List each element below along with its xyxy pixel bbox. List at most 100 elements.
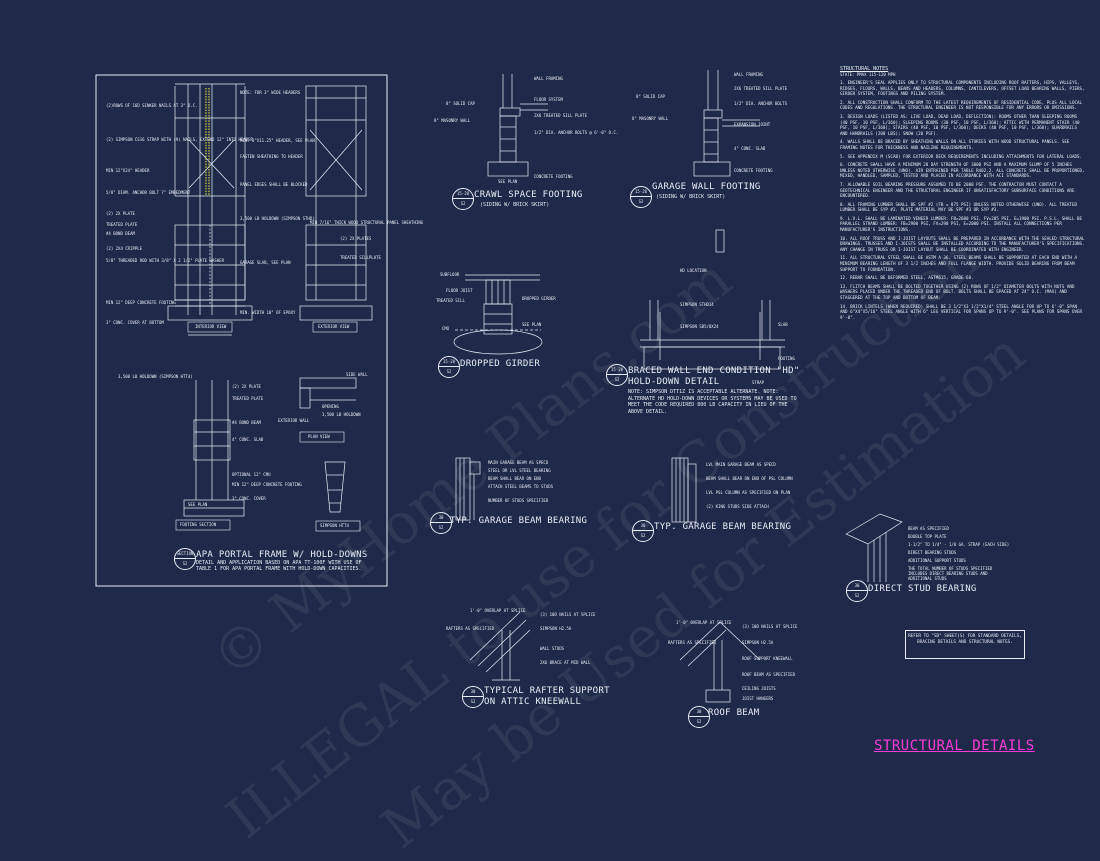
marker-bottom-label: S2 (438, 525, 444, 530)
stud-note: 1-1/2" TO 1/4" - 1/8 GA. STRAP (EACH SID… (908, 542, 1010, 547)
apa-bottom-note: (2) 2x PLATE (232, 384, 261, 389)
girder-note: FLOOR JOIST (446, 288, 473, 293)
marker-bottom-label: S2 (446, 369, 452, 374)
apa-right-note: MIN. 3"x11.25" HEADER, SEE PLAN (240, 138, 315, 143)
girder-note: SUBFLOOR (440, 272, 460, 277)
braced-label: HD LOCATION (680, 268, 707, 273)
braced-label: SIMPSON STHD14 (680, 302, 714, 307)
structural-note-item: 12. REBAR SHALL BE DEFORMED STEEL, ASTM6… (840, 275, 974, 281)
crawl-note: FLOOR SYSTEM (534, 97, 563, 102)
apa-detail-frame (95, 74, 388, 587)
marker-top-label: 30 (696, 709, 702, 714)
girder-note: SEE PLAN (522, 322, 542, 327)
roof-beam-title: ROOF BEAM (708, 708, 760, 718)
roof-beam-note: ROOF BEAM AS SPECIFIED (742, 672, 795, 677)
exterior-view-label-box (312, 321, 358, 333)
marker-bottom-label: S2 (854, 593, 860, 598)
apa-bottom-note: OPTIONAL 12" CMU (232, 472, 271, 477)
structural-note-item: 3. DESIGN LOADS (LISTED AS: LIVE LOAD, D… (840, 113, 1080, 136)
apa-left-note: 5/8" DIAM. ANCHOR BOLT 7" EMBEDMENT (106, 190, 191, 195)
apa-left-note: MIN 12"x24" HEADER (106, 168, 150, 173)
garage-beam-1-note: MAIN GARAGE BEAM AS SPECD (488, 460, 549, 465)
apa-right-note: (2) 2x PLATES (340, 236, 372, 241)
exterior-view-drawing (299, 85, 373, 321)
rafter-title: TYPICAL RAFTER SUPPORT (484, 686, 610, 696)
marker-bottom-label: S2 (460, 201, 466, 206)
marker-bottom-label: S2 (696, 719, 702, 724)
structural-note-item: 6. CONCRETE SHALL HAVE A MINIMUM 28 DAY … (840, 162, 1085, 179)
apa-bottom-note: TREATED PLATE (232, 396, 264, 401)
garage-wall-note: 2x6 TREATED SILL PLATE (734, 86, 787, 91)
garage-beam-2-note: LVL MAIN GARAGE BEAM AS SPECD (706, 462, 776, 467)
plan-view-drawing (299, 377, 357, 409)
marker-bottom-label: S2 (640, 533, 646, 538)
apa-left-note: 3" CONC. COVER AT BOTTOM (106, 320, 164, 325)
detail-linework (95, 70, 903, 703)
structural-note-item: 14. BRICK LINTELS (WHEN REQUIRED) SHALL … (840, 303, 1083, 320)
structural-note-item: 11. ALL STRUCTURAL STEEL SHALL BE ASTM A… (840, 255, 1077, 272)
braced-title: BRACED WALL END CONDITION "HD" (628, 366, 800, 376)
stud-note: THE TOTAL NUMBER OF STUDS SPECIFIED INCL… (908, 566, 993, 581)
garage-beam-1-note: ATTACH STEEL BEAMS TO STUDS (488, 484, 554, 489)
braced-label: FOOTING (778, 356, 795, 361)
stud-note: BEAM AS SPECIFIED (908, 526, 949, 531)
marker-bottom-label: S2 (182, 561, 188, 566)
braced-label: SLAB (778, 322, 788, 327)
plan-note: SIDE WALL (346, 372, 368, 377)
apa-bottom-note: 3,500 LB HOLDOWN (SIMPSON HTT4) (118, 374, 193, 379)
garage-beam-1-note: BEAM SHALL BEAR ON END (488, 476, 541, 481)
garage-wall-note: WALL FRAMING (734, 72, 763, 77)
drawing-sheet: © MyHome Plans.com ILLEGAL to use for Co… (95, 66, 1085, 861)
marker-bottom-label: S2 (470, 699, 476, 704)
simpson-htt4-drawing (324, 461, 346, 513)
crawl-note: 1/2" DIA. ANCHOR BOLTS @ 6'-0" O.C. (534, 130, 619, 135)
braced-note: NOTE: SIMPSON DTT1Z IS ACCEPTABLE ALTERN… (628, 389, 797, 415)
garage-beam-2-note: (2) KING STUDS SIDE ATTACH (706, 504, 769, 509)
apa-right-note: NOTE: FOR 3" WIDE HEADERS (240, 90, 301, 95)
roof-beam-note: RAFTERS AS SPECIFIED (668, 640, 717, 645)
marker-top-label: 15-20 (634, 189, 648, 194)
dropped-girder-drawing (453, 274, 543, 355)
marker-top-label: 30 (854, 583, 860, 588)
structural-note-item: 7. ALLOWABLE SOIL BEARING PRESSURE ASSUM… (840, 181, 1075, 199)
marker-top-label: 15-20 (610, 367, 624, 372)
apa-right-note: MIN. WIDTH 10" OF EPOXY (240, 310, 296, 315)
footing-section-label: FOOTING SECTION (180, 522, 217, 527)
rafter-note: 1'-0" OVERLAP AT SPLICE (470, 608, 526, 613)
roof-beam-note: JOIST HANGERS (742, 696, 774, 701)
rafter-support-drawing (469, 611, 531, 681)
rafter-note: 2x6 BRACE AT MID WALL (540, 660, 591, 665)
girder-note: DROPPED GIRDER (522, 296, 556, 301)
structural-note-item: 9. L.V.L. SHALL BE LAMINATED VENEER LUMB… (840, 215, 1083, 233)
roof-beam-note: SIMPSON H2.5A (742, 640, 774, 645)
garage-beam-2-note: LVL PSL COLUMN AS SPECIFIED ON PLAN (706, 490, 791, 495)
structural-note-item: 10. ALL ROOF TRUSS AND I-JOIST LAYOUTS S… (840, 235, 1085, 252)
interior-view-label-box (187, 321, 233, 333)
crawl-note: SEE PLAN (498, 179, 518, 184)
garage-wall-drawing (693, 70, 760, 177)
girder-note: TREATED SILL (436, 298, 465, 303)
structural-note-item: 2. ALL CONSTRUCTION SHALL CONFORM TO THE… (840, 99, 1083, 111)
garage-wall-subtitle: (SIDING W/ BRICK SKIRT) (656, 194, 726, 200)
crawl-note: 8" MASONRY WALL (434, 118, 471, 123)
roof-beam-note: 1'-0" OVERLAP AT SPLICE (676, 620, 732, 625)
rafter-note: (3) 10d NAILS AT SPLICE (540, 612, 596, 617)
marker-top-label: 30 (640, 523, 646, 528)
rafter-title-2: ON ATTIC KNEEWALL (484, 697, 582, 707)
apa-bottom-note: 3" CONC. COVER (232, 496, 266, 501)
simpson-htt4-label: SIMPSON HTT4 (320, 523, 349, 528)
plan-view-label: PLAN VIEW (308, 434, 330, 439)
garage-beam-1-drawing (455, 457, 481, 521)
stud-note: DOUBLE TOP PLATE (908, 534, 947, 539)
apa-right-note: 3,500 LB HOLDOWN (SIMPSON STHD) (240, 216, 315, 221)
plan-view-label-box (299, 431, 345, 443)
interior-view-label: INTERIOR VIEW (195, 324, 227, 329)
marker-top-label: 15-20 (442, 359, 456, 364)
footing-section-label-box (175, 519, 231, 531)
